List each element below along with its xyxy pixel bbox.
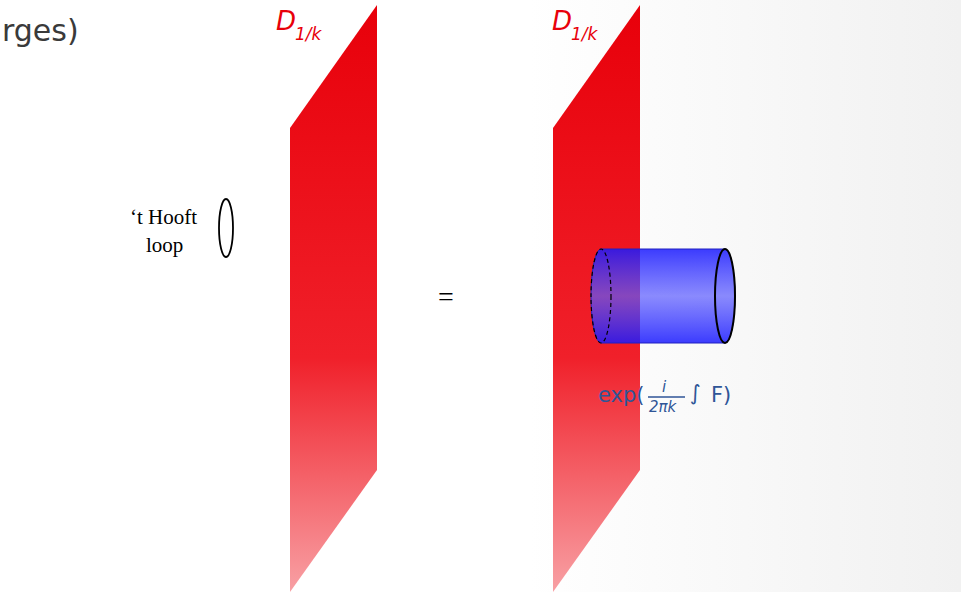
fraction-bar (648, 396, 685, 397)
defect-subscript: 1/k (571, 26, 597, 43)
operator-label: F) (711, 385, 731, 406)
hooft-loop (219, 199, 233, 257)
loop-label: ‘t Hooft (130, 207, 197, 228)
defect-symbol: D (276, 8, 296, 34)
cylinder-end-loop (715, 249, 735, 343)
slide-heading-fragment: rges) (2, 16, 79, 46)
defect-plane (290, 5, 377, 592)
defect-symbol: D (552, 8, 572, 34)
cylinder-surface (591, 249, 735, 343)
operator-label: exp( (598, 385, 645, 406)
defect-subscript: 1/k (295, 26, 321, 43)
hidden-edge (591, 249, 611, 343)
fraction-numerator: i (662, 380, 666, 395)
loop-label: loop (146, 235, 183, 256)
equals-sign: = (438, 283, 454, 311)
integral-sign: ∫ (690, 383, 701, 404)
fraction-denominator: 2πk (649, 400, 676, 415)
